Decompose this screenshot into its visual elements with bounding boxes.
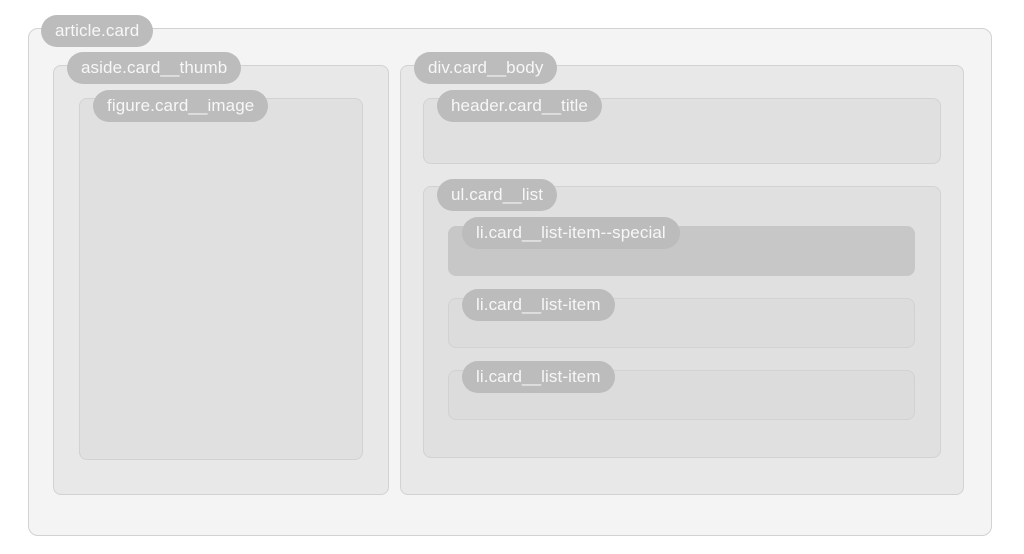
label-figure-card-image[interactable]: figure.card__image bbox=[93, 90, 269, 122]
box-figure-card-image[interactable] bbox=[79, 98, 363, 460]
label-article-card[interactable]: article.card bbox=[41, 15, 154, 47]
label-li-card-list-item[interactable]: li.card__list-item bbox=[462, 361, 615, 393]
label-ul-card-list[interactable]: ul.card__list bbox=[437, 179, 558, 211]
label-aside-card-thumb[interactable]: aside.card__thumb bbox=[67, 52, 242, 84]
label-div-card-body[interactable]: div.card__body bbox=[414, 52, 558, 84]
label-header-card-title[interactable]: header.card__title bbox=[437, 90, 602, 122]
label-li-card-list-item[interactable]: li.card__list-item bbox=[462, 289, 615, 321]
label-li-card-list-item-special[interactable]: li.card__list-item--special bbox=[462, 217, 680, 249]
